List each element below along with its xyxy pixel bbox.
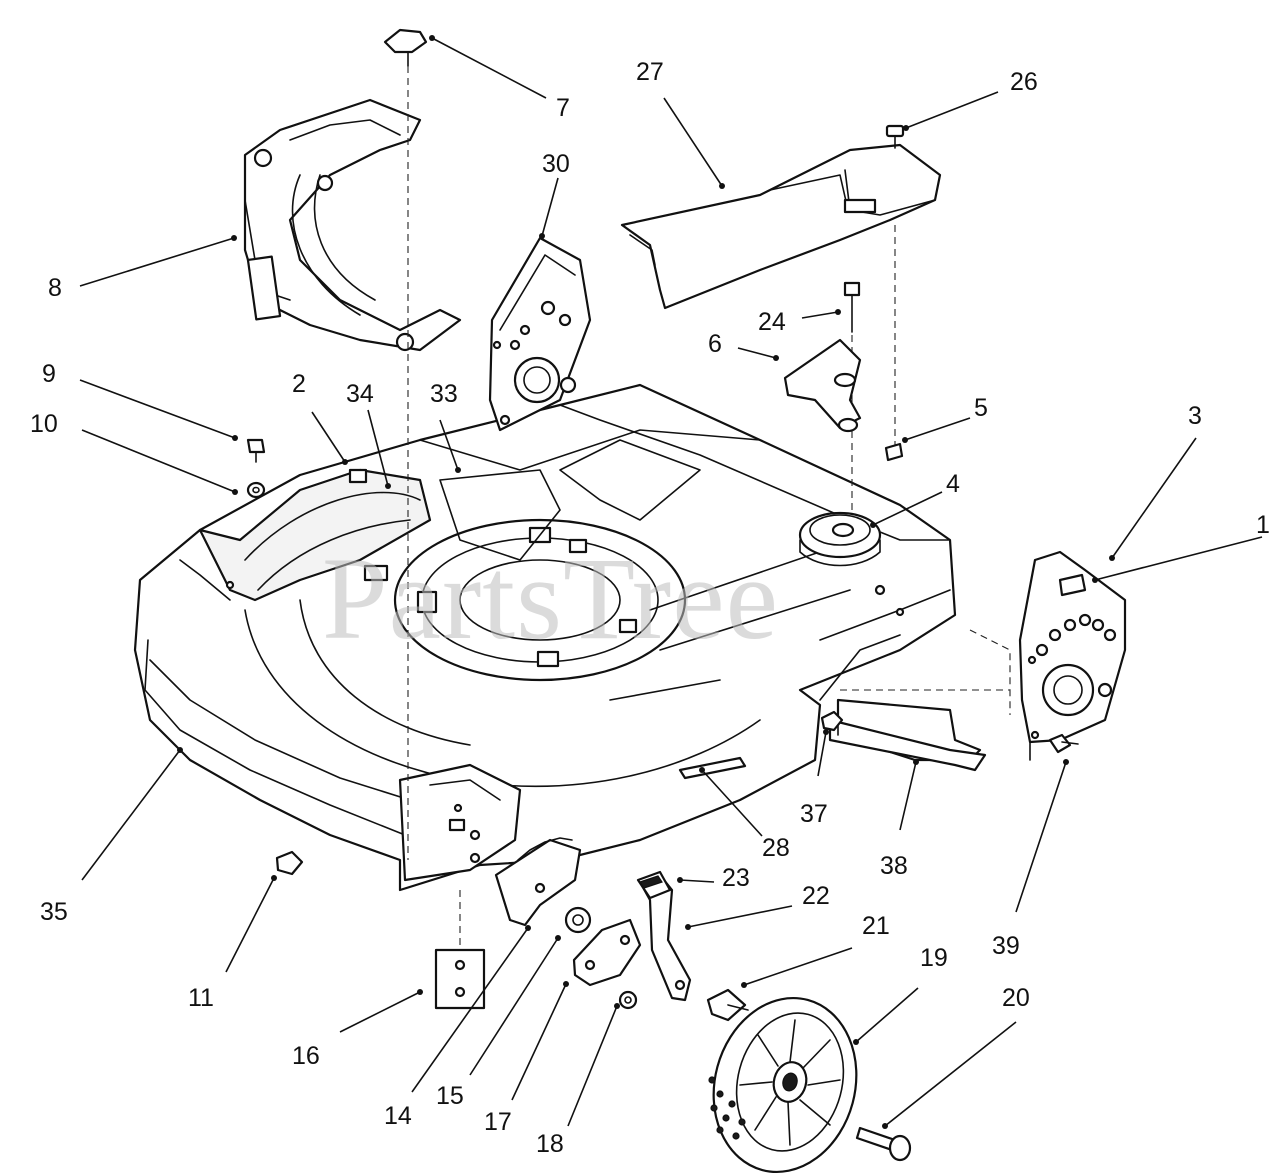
callout-38: 38 [880,852,908,880]
callout-11: 11 [188,984,214,1012]
washer-part-10 [246,481,266,499]
callout-1: 1 [1256,511,1270,539]
callout-33: 33 [430,380,458,408]
callout-5: 5 [974,394,988,422]
callout-7: 7 [556,94,570,122]
grip-part-23 [636,870,672,900]
callout-2: 2 [292,370,306,398]
watermark: PartsTree [322,533,779,664]
top-cover-part-27 [620,143,942,310]
bracket-part-6 [783,338,862,433]
callout-27: 27 [636,58,664,86]
callout-4: 4 [946,470,960,498]
washer-part-15 [564,906,592,934]
callout-22: 22 [802,882,830,910]
rear-plate-part-38 [828,629,1011,772]
bolt-part-39 [1048,733,1079,754]
callout-37: 37 [800,800,828,828]
height-adjust-sector-part-14 [494,837,582,927]
plate-part-16 [434,890,486,1010]
callout-26: 26 [1010,68,1038,96]
nut-part-5 [884,442,904,462]
callout-28: 28 [762,834,790,862]
washer-part-18 [618,990,638,1010]
knob-part-7 [383,28,428,860]
callout-21: 21 [862,912,890,940]
callout-18: 18 [536,1130,564,1158]
callout-20: 20 [1002,984,1030,1012]
callout-9: 9 [42,360,56,388]
pulley-part-4 [798,511,882,567]
callout-23: 23 [722,864,750,892]
callout-34: 34 [346,380,374,408]
axle-bolt-part-20 [855,1126,912,1162]
bolt-part-26 [885,124,905,450]
callout-35: 35 [40,898,68,926]
callout-8: 8 [48,274,62,302]
bolt-part-21 [706,988,749,1022]
callout-24: 24 [758,308,786,336]
callout-3: 3 [1188,402,1202,430]
callout-6: 6 [708,330,722,358]
callout-16: 16 [292,1042,320,1070]
wheel-part-19 [708,996,858,1174]
leader-lines [79,35,1263,1129]
mower-deck [133,383,957,892]
height-adjuster-plate-part-1 [1018,550,1127,761]
callout-17: 17 [484,1108,512,1136]
callout-14: 14 [384,1102,412,1130]
callout-30: 30 [542,150,570,178]
bolt-part-9 [246,438,266,463]
callout-15: 15 [436,1082,464,1110]
callout-19: 19 [920,944,948,972]
height-adjuster-plate-part-30 [488,236,592,432]
callout-numbers: 1 2 3 4 5 6 7 8 9 10 11 14 15 16 17 18 1… [30,58,1270,1158]
callout-39: 39 [992,932,1020,960]
rear-baffle-part-8 [243,98,462,352]
nut-part-11 [275,850,304,876]
bracket-part-17 [572,918,642,987]
nut-part-37 [820,710,844,732]
callout-10: 10 [30,410,58,438]
